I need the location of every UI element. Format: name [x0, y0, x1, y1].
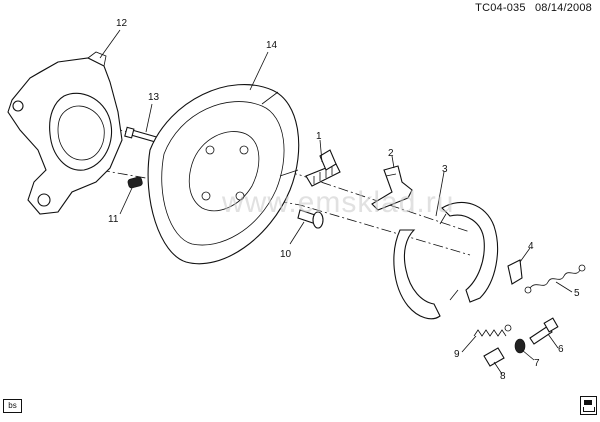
part-lever-2: [371, 165, 413, 211]
part-bolt-13: [124, 126, 161, 144]
vehicle-doc-icon: [580, 396, 597, 415]
leader-11: [119, 187, 133, 215]
callout-7: 7: [534, 358, 540, 369]
leader-2: [391, 155, 395, 169]
document-code: TC04-035: [475, 2, 526, 14]
callout-12: 12: [116, 18, 128, 29]
diagram-header: TC04-035 08/14/2008: [469, 2, 592, 14]
callout-4: 4: [528, 241, 534, 252]
leader-7: [521, 349, 535, 361]
leader-10: [289, 221, 305, 245]
part-plug-11: [127, 176, 143, 189]
part-star-wheel-7: [514, 338, 526, 354]
leader-3: [435, 171, 445, 217]
callout-9: 9: [454, 349, 460, 360]
leader-8: [493, 361, 503, 375]
leader-4: [519, 247, 531, 263]
callout-1: 1: [316, 131, 322, 142]
leader-12: [99, 29, 121, 59]
part-spring-9: [473, 324, 512, 337]
part-brake-shoes: [393, 201, 499, 320]
callout-10: 10: [280, 249, 292, 260]
bs-badge: bs: [3, 399, 22, 413]
leader-9: [461, 335, 477, 353]
part-clip-4: [507, 259, 523, 285]
part-screw-6: [529, 317, 559, 345]
leader-6: [547, 333, 559, 349]
leader-1: [319, 139, 323, 163]
axis-line-upper: [59, 114, 471, 233]
callout-8: 8: [500, 371, 506, 382]
document-date: 08/14/2008: [534, 2, 592, 14]
part-spring-5: [524, 264, 586, 294]
leader-13: [145, 103, 153, 133]
part-sleeve-8: [483, 347, 505, 367]
callout-6: 6: [558, 344, 564, 355]
part-pin-10: [297, 209, 324, 229]
part-knuckle: [7, 51, 123, 215]
leader-5: [555, 281, 573, 293]
part-adjuster-1: [305, 149, 341, 187]
callout-11: 11: [108, 214, 119, 225]
callout-3: 3: [442, 164, 448, 175]
callout-13: 13: [148, 92, 160, 103]
callout-5: 5: [574, 288, 580, 299]
callout-2: 2: [388, 148, 394, 159]
part-backing-plate: [147, 84, 300, 265]
leader-14: [249, 51, 269, 91]
callout-14: 14: [266, 40, 278, 51]
watermark-text: www.emsklad.ru: [221, 186, 454, 219]
